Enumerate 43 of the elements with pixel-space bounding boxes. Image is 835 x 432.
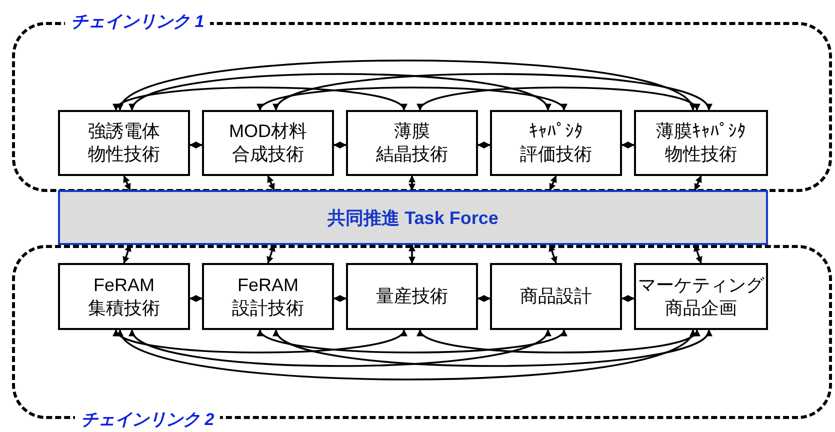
process-box: 量産技術 [346,263,478,330]
process-box: 薄膜ｷｬﾊﾟｼﾀ物性技術 [634,110,768,176]
arrow [119,60,694,111]
arrow [275,73,710,111]
arrow [333,142,347,148]
task-force-band: 共同推進 Task Force [58,190,768,245]
arrow [267,175,275,191]
arrow [189,295,203,302]
region-heading: チェインリンク 1 [65,12,210,32]
process-box: FeRAM設計技術 [202,263,334,330]
arrow [477,142,491,148]
arrow [408,175,416,191]
arrow [115,86,405,111]
arrow [477,295,491,302]
process-box: FeRAM集積技術 [58,263,190,330]
arrow [694,244,702,264]
arrow [419,86,698,111]
arrow [122,244,132,264]
process-box: MOD材料合成技術 [202,110,334,176]
arrow [408,244,416,264]
arrow [259,329,565,354]
arrow [123,175,131,191]
arrow [621,295,635,302]
arrow [621,142,635,148]
arrow [275,329,710,367]
process-box: ｷｬﾊﾟｼﾀ評価技術 [490,110,622,176]
arrow [548,244,558,264]
arrow [549,175,557,191]
arrow [266,244,276,264]
arrow [419,329,698,354]
process-box: 薄膜結晶技術 [346,110,478,176]
process-box: マーケティング商品企画 [634,263,768,330]
arrow [189,142,203,148]
process-box: 商品設計 [490,263,622,330]
arrow [259,86,565,111]
process-box: 強誘電体物性技術 [58,110,190,176]
region-heading: チェインリンク 2 [75,410,220,430]
arrow [131,329,549,367]
arrow [131,73,549,111]
arrow [333,295,347,302]
arrow [694,175,702,191]
arrow [119,329,694,380]
arrow [115,329,405,354]
